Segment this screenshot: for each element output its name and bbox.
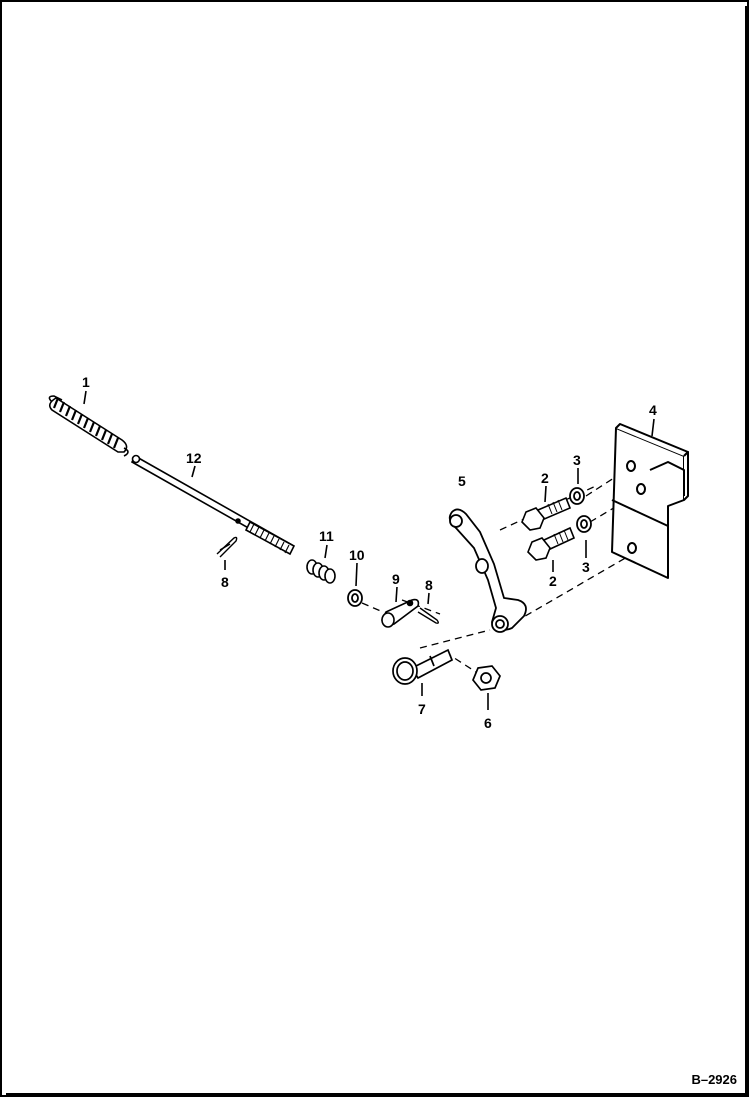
callout-2-lower: 2: [549, 573, 557, 589]
clevis-part-9: [381, 598, 420, 628]
cotter-pin-part-8-right: [417, 607, 439, 624]
cotter-pin-part-8-left: [216, 536, 238, 558]
callout-6: 6: [484, 715, 492, 731]
callout-3-lower: 3: [582, 559, 590, 575]
lever-part-5: [448, 508, 527, 633]
bolt-part-2-upper: [521, 496, 572, 531]
washer-part-10: [347, 589, 363, 607]
callout-8-left: 8: [221, 574, 229, 590]
bolt-part-2-lower: [527, 526, 576, 561]
callout-11: 11: [319, 528, 334, 544]
page-border-shadow-bottom: [6, 1093, 749, 1097]
page-border-shadow-right: [745, 6, 749, 1097]
callout-2-upper: 2: [541, 470, 549, 486]
assembly-lines: [361, 466, 645, 673]
callout-1: 1: [82, 374, 90, 390]
pin-part-7: [392, 648, 454, 685]
leader-lines: [83, 390, 655, 710]
callout-10: 10: [349, 547, 365, 563]
callout-7: 7: [418, 701, 426, 717]
spring-part-11: [306, 559, 336, 584]
callout-4: 4: [649, 402, 657, 418]
callout-5: 5: [458, 473, 466, 489]
callout-8-right: 8: [425, 577, 433, 593]
callout-9: 9: [392, 571, 400, 587]
bracket-part-4: [611, 423, 689, 579]
callout-12: 12: [186, 450, 202, 466]
nut-part-6: [472, 665, 501, 691]
rod-part-12: [130, 454, 296, 556]
spring-part-1: [48, 395, 129, 457]
figure-code: B–2926: [691, 1072, 737, 1087]
callout-3-upper: 3: [573, 452, 581, 468]
lockwasher-part-3-upper: [569, 487, 585, 505]
lockwasher-part-3-lower: [576, 515, 592, 533]
